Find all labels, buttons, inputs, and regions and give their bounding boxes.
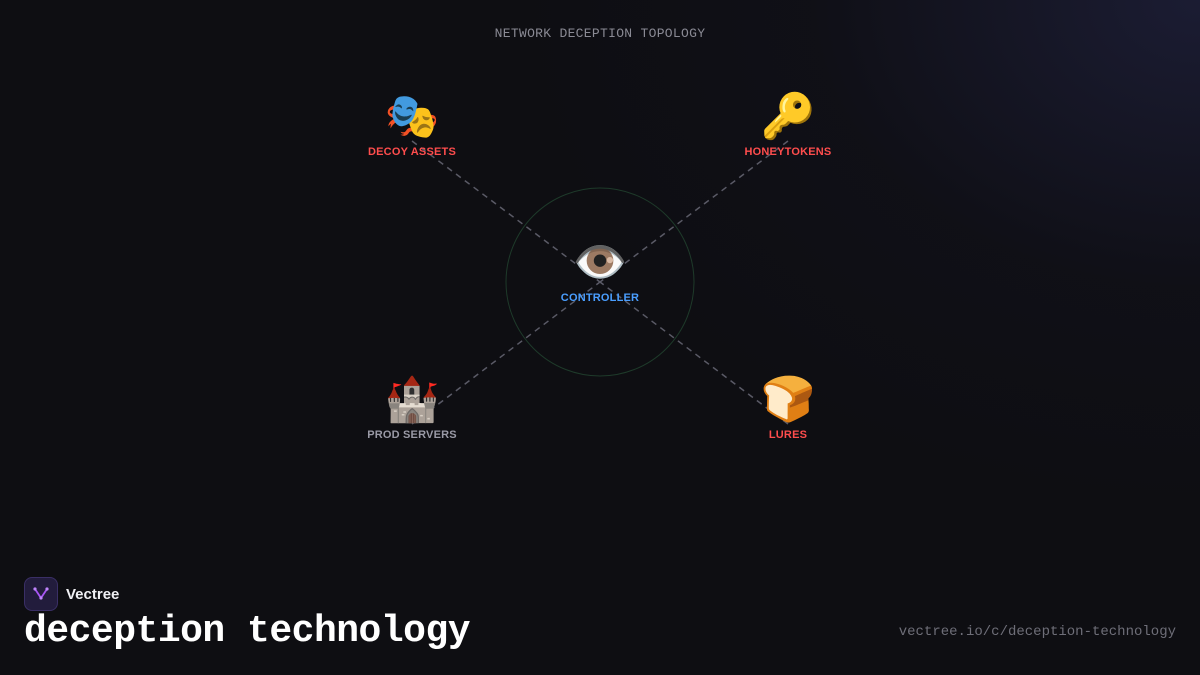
node-prod-servers[interactable]: 🏰 PROD SERVERS: [332, 374, 492, 442]
honeytokens-label: HONEYTOKENS: [744, 146, 832, 158]
page-heading: deception technology: [24, 610, 471, 653]
vectree-logo-icon: [24, 577, 58, 611]
diagram-title: NETWORK DECEPTION TOPOLOGY: [494, 26, 706, 41]
node-controller[interactable]: 👁️ CONTROLLER: [520, 237, 680, 305]
theater-masks-icon: 🎭: [384, 91, 440, 142]
eye-icon: 👁️: [572, 237, 628, 288]
brand-name: Vectree: [66, 585, 120, 603]
brand[interactable]: Vectree: [24, 577, 119, 611]
controller-ring: [505, 187, 695, 377]
node-honeytokens[interactable]: 🔑 HONEYTOKENS: [708, 91, 868, 159]
controller-label: CONTROLLER: [560, 292, 640, 304]
node-decoy-assets[interactable]: 🎭 DECOY ASSETS: [332, 91, 492, 159]
node-lures[interactable]: 🍞 LURES: [708, 374, 868, 442]
bread-icon: 🍞: [760, 374, 816, 425]
key-icon: 🔑: [760, 91, 816, 142]
lures-label: LURES: [768, 429, 808, 441]
decoy-assets-label: DECOY ASSETS: [368, 146, 456, 158]
page-url[interactable]: vectree.io/c/deception-technology: [898, 624, 1176, 640]
castle-icon: 🏰: [384, 374, 440, 425]
prod-servers-label: PROD SERVERS: [367, 429, 457, 441]
